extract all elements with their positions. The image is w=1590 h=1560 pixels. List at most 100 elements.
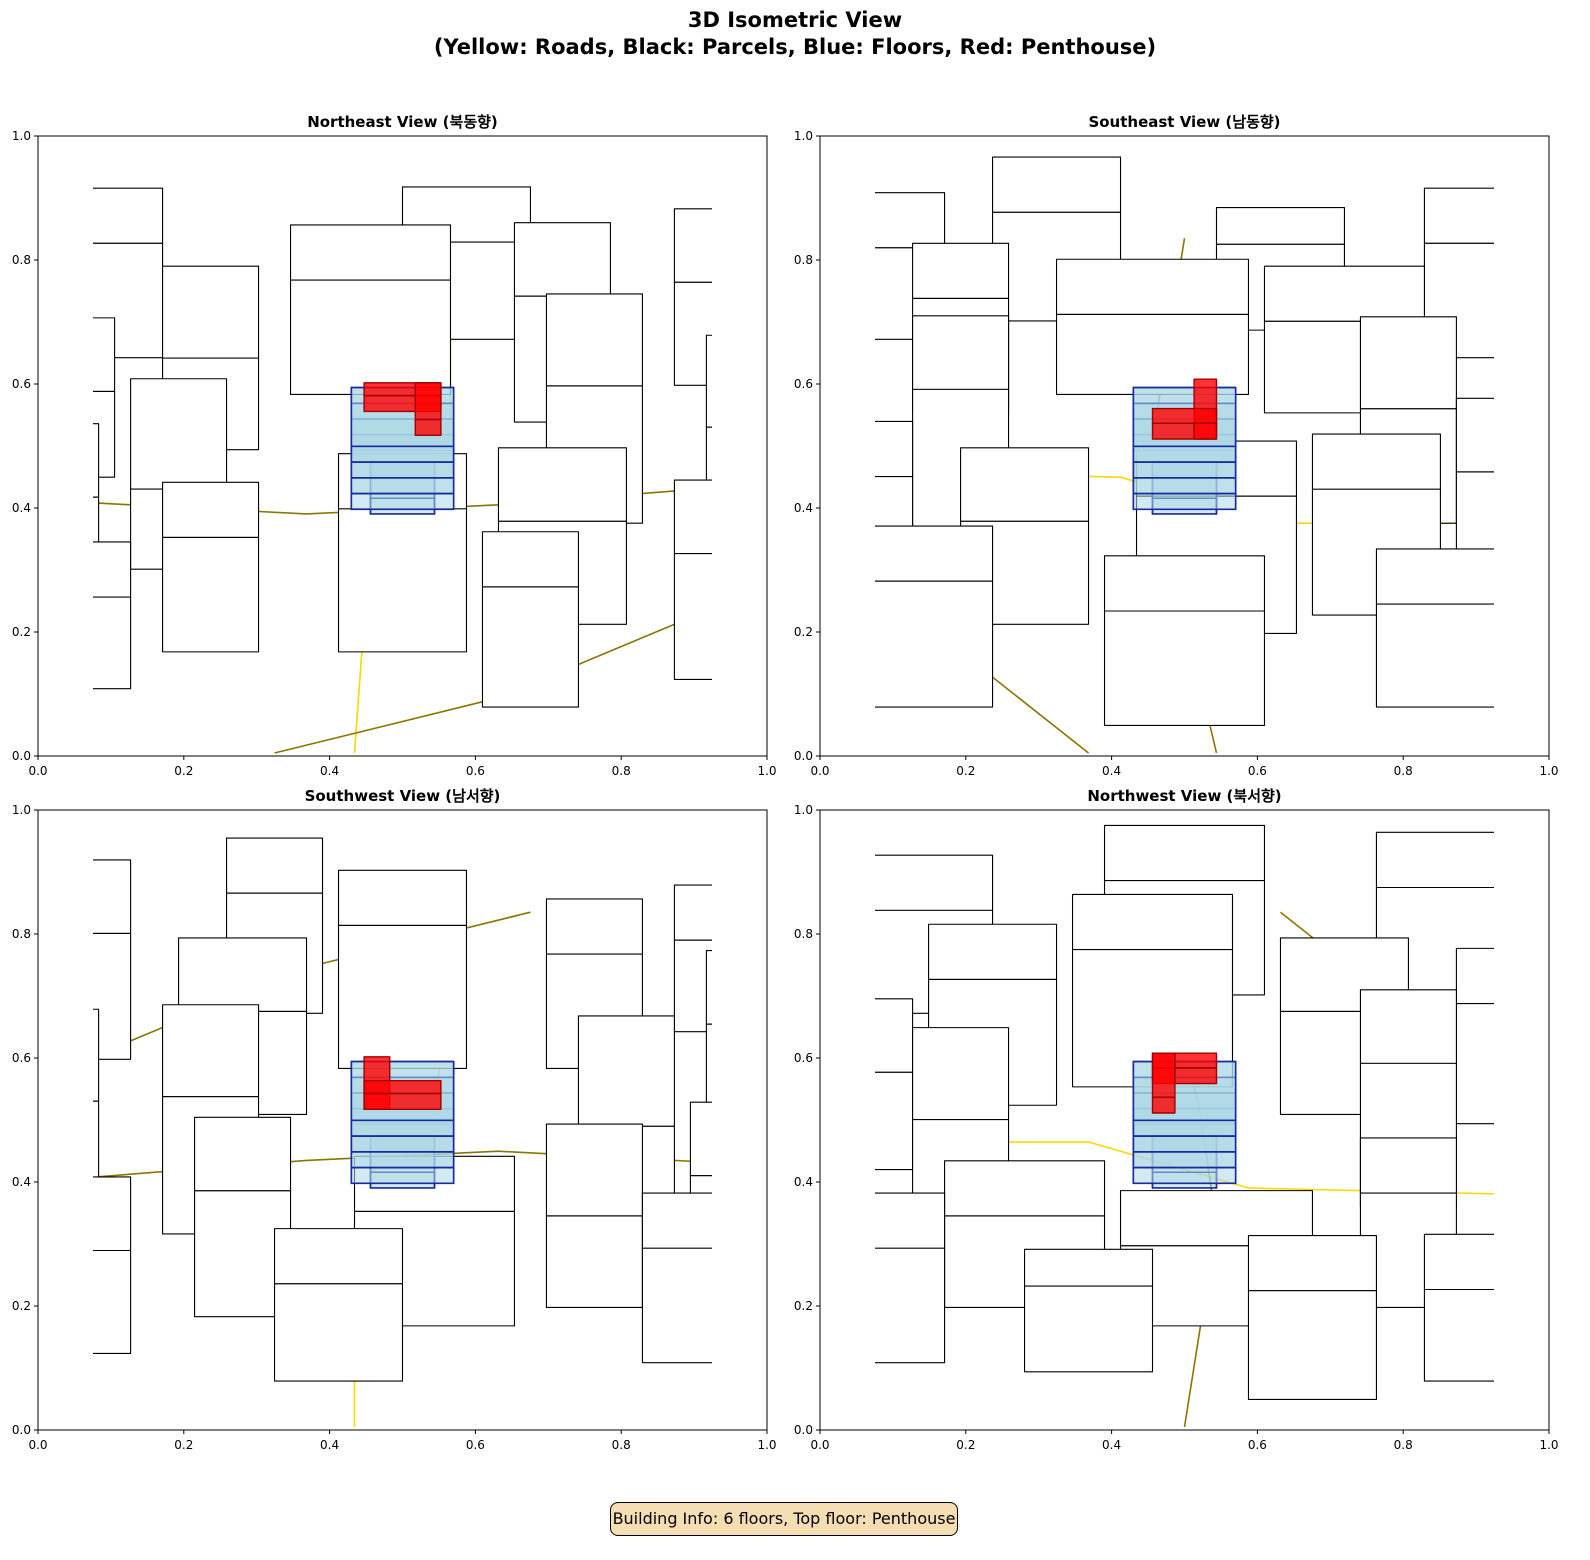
parcel-building [875,998,914,1073]
y-tick-label: 0.0 [12,1423,31,1437]
parcel-building [1455,397,1494,473]
x-tick-label: 0.2 [956,1438,975,1452]
parcel-building [162,481,260,539]
parcel-building [1215,207,1345,245]
floor-4 [350,1135,455,1153]
parcel-building [1103,824,1266,882]
parcel-building [162,1004,260,1098]
y-tick-label: 0.4 [12,501,31,515]
y-tick-label: 0.6 [12,1051,31,1065]
axes-frame [37,809,768,1431]
x-tick-label: 1.0 [757,1438,776,1452]
floor-3 [1132,477,1237,495]
parcel-building [481,531,579,588]
parcel-building [944,1160,1106,1217]
parcel-building [912,242,1010,300]
axes-frame [819,809,1550,1431]
parcel-building [992,156,1122,213]
parcel-building [1055,313,1250,396]
x-tick-label: 0.6 [466,1438,485,1452]
parcel-building [1455,1002,1494,1125]
parcel-building [960,447,1090,522]
parcel-building [162,265,260,359]
parcel-building [912,1027,1010,1121]
parcel-building [705,950,712,1025]
parcel-building [1311,433,1441,490]
x-tick-label: 0.0 [28,1438,47,1452]
parcel-building [289,279,452,396]
parcel-building [641,1247,712,1364]
parcel-building [928,923,1058,980]
parcel-building [912,315,1010,390]
panel-title: Northwest View (북서향) [1087,787,1281,805]
parcel-building [289,224,452,281]
penthouse [363,1080,442,1095]
parcel-building [226,837,324,894]
x-tick-label: 0.2 [956,764,975,778]
scene [93,186,712,754]
x-tick-label: 0.8 [612,764,631,778]
y-tick-label: 0.2 [12,1299,31,1313]
parcel-building [875,1192,946,1249]
y-tick-label: 1.0 [12,129,31,143]
parcel-building [875,525,994,582]
axes-frame [37,135,768,757]
x-tick-label: 0.2 [174,764,193,778]
floor-5 [350,445,455,463]
parcel-building [273,1228,404,1285]
parcel-building [673,479,712,555]
y-tick-label: 0.6 [12,377,31,391]
parcel-building [1263,265,1425,322]
y-tick-label: 1.0 [12,803,31,817]
penthouse [363,1092,442,1111]
panel-title: Southwest View (남서향) [305,787,501,805]
parcel-building [875,192,946,249]
parcel-building [93,1100,100,1217]
parcel-building [875,1247,946,1364]
parcel-building [1359,1137,1457,1194]
x-tick-label: 1.0 [1539,1438,1558,1452]
floor-5 [350,1119,455,1137]
y-tick-label: 0.8 [794,927,813,941]
y-tick-label: 0.8 [12,253,31,267]
parcel-building [673,208,712,283]
scene [875,156,1494,754]
parcel-building [93,390,116,478]
parcel-building [93,596,132,690]
y-tick-label: 0.2 [794,1299,813,1313]
parcel-building [130,378,228,490]
y-tick-label: 1.0 [794,803,813,817]
x-tick-label: 0.6 [1248,764,1267,778]
parcel-building [545,293,643,387]
floor-4 [1132,461,1237,479]
parcel-building [673,939,712,1033]
parcel-building [93,1008,100,1102]
penthouse [1151,1096,1176,1114]
parcel-building [194,1190,292,1318]
x-tick-label: 0.6 [466,764,485,778]
parcel-building [673,553,712,680]
parcel-building [689,1101,712,1177]
parcel-building [1103,610,1266,726]
parcel-building [194,1116,292,1192]
parcel-building [93,1249,132,1354]
parcel-building [641,1192,712,1249]
parcel-building [93,932,132,1060]
parcel-building [1103,555,1266,612]
x-tick-label: 0.4 [1102,764,1121,778]
x-tick-label: 0.8 [612,1438,631,1452]
y-tick-label: 0.0 [794,749,813,763]
parcel-building [577,1015,675,1127]
penthouse [414,382,442,421]
parcel-building [1247,1235,1377,1292]
y-tick-label: 0.4 [794,501,813,515]
parcel-building [1055,258,1250,315]
x-tick-label: 0.0 [810,1438,829,1452]
parcel-building [1024,1248,1154,1287]
y-tick-label: 0.0 [12,749,31,763]
x-tick-label: 0.0 [810,764,829,778]
parcel-building [1423,1233,1494,1291]
building-info-box: Building Info: 6 floors, Top floor: Pent… [610,1502,958,1536]
panel-title: Northeast View (북동향) [307,113,498,131]
